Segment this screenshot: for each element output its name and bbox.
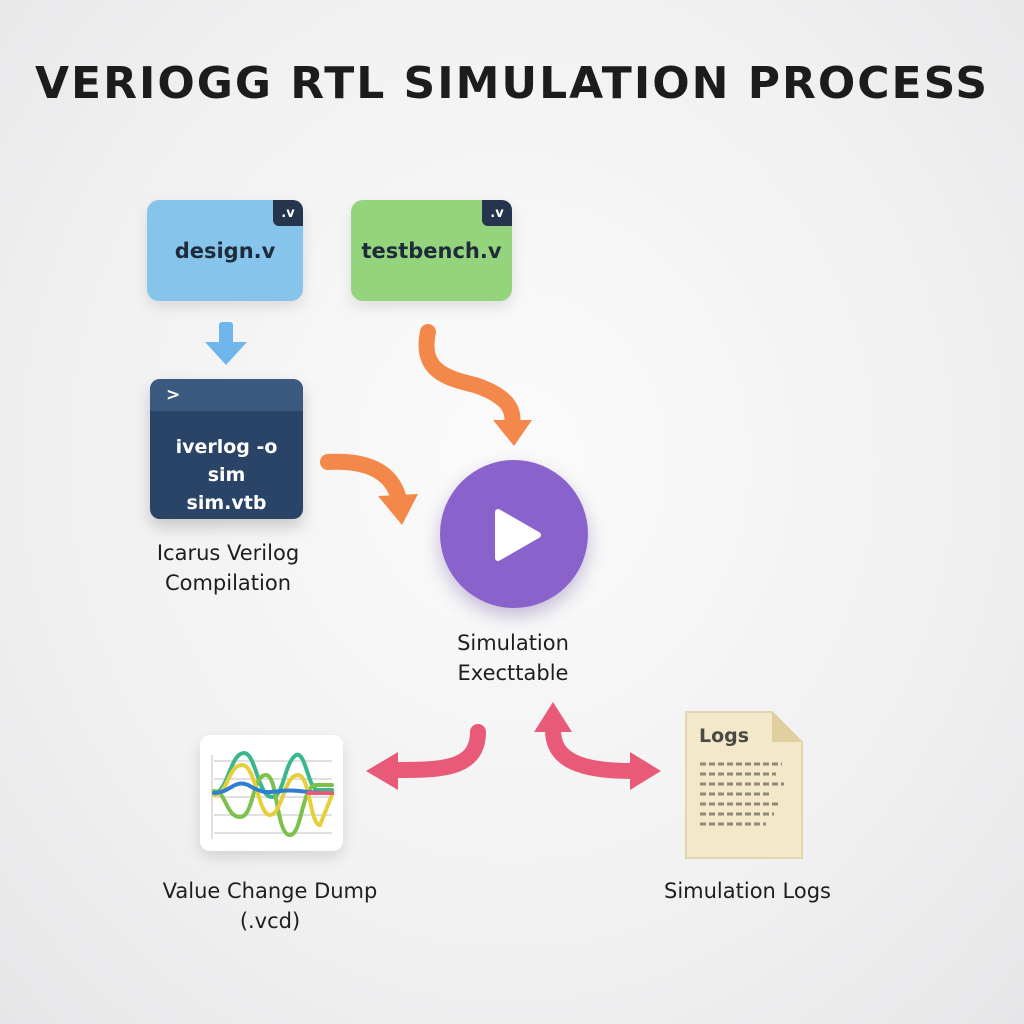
play-icon	[495, 509, 541, 561]
diagram-title: VERIOGG RTL SIMULATION PROCESS	[34, 58, 990, 109]
waveform-icon	[211, 750, 334, 839]
logs-document-title: Logs	[699, 725, 750, 747]
down-arrow-icon	[205, 322, 247, 365]
compile-label: Icarus Verilog Compilation	[118, 538, 338, 598]
executable-label-line-1: Simulation	[457, 631, 569, 655]
compile-terminal[interactable]: > iverlog -o sim sim.vtb	[150, 379, 303, 519]
vcd-label-line-2: (.vcd)	[239, 909, 301, 933]
testbench-file-card[interactable]: .v testbench.v	[351, 200, 512, 301]
terminal-prompt: >	[150, 379, 303, 411]
executable-to-vcd-arrow	[366, 724, 486, 790]
design-file-name: design.v	[174, 238, 276, 263]
document-icon[interactable]	[684, 710, 804, 860]
executable-logs-arrow	[534, 702, 661, 790]
vcd-label-line-1: Value Change Dump	[162, 879, 378, 903]
compile-label-line-1: Icarus Verilog	[156, 541, 300, 565]
vcd-waveform-card[interactable]	[200, 735, 343, 851]
compile-command-line-1: iverlog -o sim	[175, 436, 278, 486]
compile-label-line-2: Compilation	[164, 571, 292, 595]
testbench-to-executable-arrow	[418, 324, 532, 446]
compile-command-line-2: sim.vtb	[186, 492, 267, 514]
executable-label: Simulation Execttable	[403, 628, 623, 688]
vcd-label: Value Change Dump (.vcd)	[145, 876, 395, 936]
file-extension-tag: .v	[482, 200, 512, 226]
logs-label: Simulation Logs	[664, 879, 831, 903]
compile-to-executable-arrow	[320, 453, 418, 525]
file-extension-tag: .v	[273, 200, 303, 226]
compile-command: iverlog -o sim sim.vtb	[150, 433, 303, 517]
design-file-card[interactable]: .v design.v	[147, 200, 303, 301]
executable-label-line-2: Execttable	[457, 661, 569, 685]
testbench-file-name: testbench.v	[361, 238, 502, 263]
